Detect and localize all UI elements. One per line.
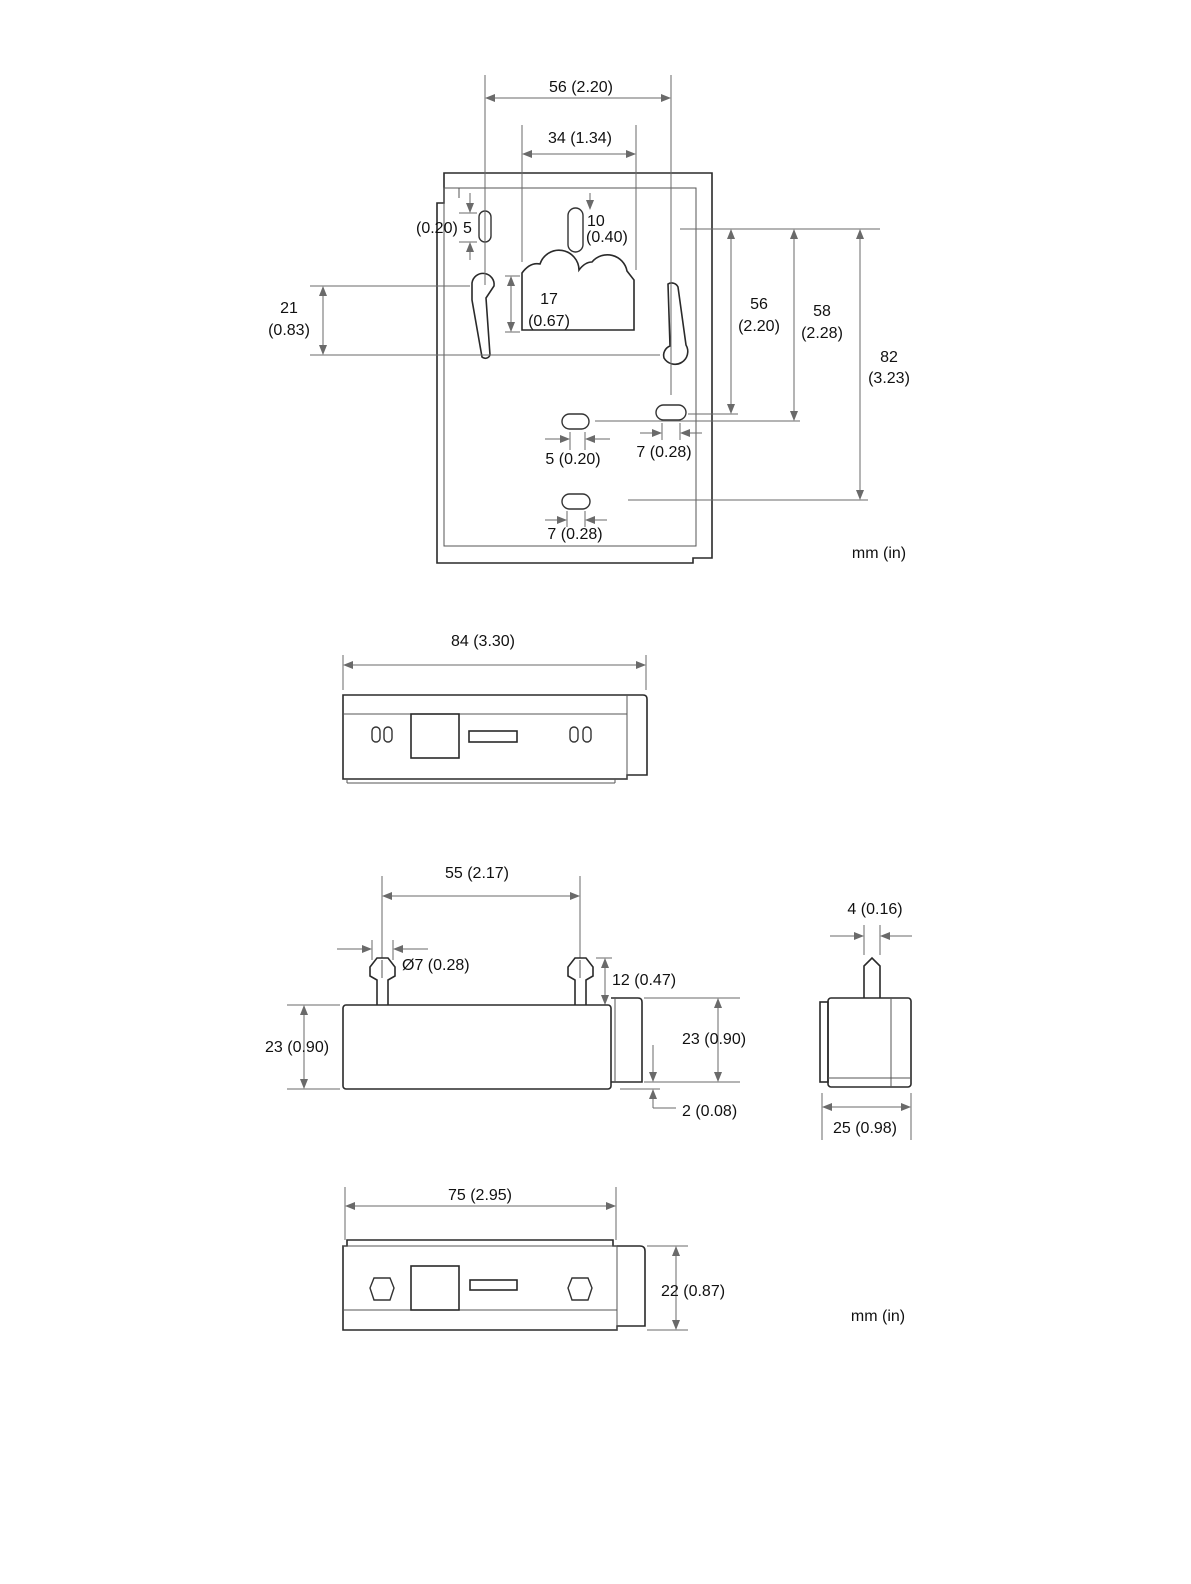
bottom-slot [470, 1280, 517, 1290]
side-body [828, 998, 911, 1087]
slot-center [568, 208, 583, 252]
dim-cutout-mm: 17 [540, 291, 558, 308]
dim-peg-span: 55 (2.17) [445, 865, 509, 882]
side-cover [820, 1002, 828, 1082]
hole-right [656, 405, 686, 420]
bottom-hole-right [568, 1278, 592, 1300]
top-edge-slot [469, 731, 517, 742]
dim-height-right: 23 (0.90) [682, 1031, 746, 1048]
dim-bottom-height: 22 (0.87) [661, 1283, 725, 1300]
side-pin [864, 958, 880, 998]
keyhole-right [664, 283, 688, 364]
top-edge-connector [411, 714, 459, 758]
dim-cutout-in: (0.67) [528, 313, 570, 330]
dim-hole-mid: 5 (0.20) [545, 451, 600, 468]
dim-right3-mm: 82 [880, 349, 898, 366]
dim-slot-center-in: (0.40) [586, 229, 628, 246]
units-label-bottom: mm (in) [851, 1308, 905, 1325]
dim-right2-in: (2.28) [801, 325, 843, 342]
dim-width-outer: 56 (2.20) [549, 79, 613, 96]
dim-step: 2 (0.08) [682, 1103, 737, 1120]
dim-right3-in: (3.23) [868, 370, 910, 387]
dim-slot-top-mm: 5 [463, 220, 472, 237]
dim-bottom-width: 75 (2.95) [448, 1187, 512, 1204]
dim-slot-top-in: (0.20) [416, 220, 458, 237]
dim-hole-right: 7 (0.28) [636, 444, 691, 461]
keyhole-left [472, 273, 494, 358]
top-edge-view: 84 (3.30) [343, 633, 647, 783]
dim-height-left: 23 (0.90) [265, 1039, 329, 1056]
dim-right1-mm: 56 [750, 296, 768, 313]
bottom-connector [411, 1266, 459, 1310]
bottom-view: 75 (2.95) 22 (0.87) mm (in) [343, 1187, 905, 1330]
dim-left-mm: 21 [280, 300, 298, 317]
front-cover [611, 998, 642, 1082]
dim-right1-in: (2.20) [738, 318, 780, 335]
dim-pin: 4 (0.16) [847, 901, 902, 918]
dim-peg-height: 12 (0.47) [612, 972, 676, 989]
dim-left-in: (0.83) [268, 322, 310, 339]
front-view: 55 (2.17) Ø7 (0.28) 12 (0.47) 23 (0.90) … [265, 865, 746, 1120]
dim-width-inner: 34 (1.34) [548, 130, 612, 147]
units-label: mm (in) [852, 545, 906, 562]
dim-right2-mm: 58 [813, 303, 831, 320]
hole-middle [562, 414, 589, 429]
dim-peg-dia: Ø7 (0.28) [402, 957, 470, 974]
front-body [343, 1005, 611, 1089]
hole-bottom [562, 494, 590, 509]
side-view: 4 (0.16) 25 (0.98) [820, 901, 912, 1140]
dim-top-edge-width: 84 (3.30) [451, 633, 515, 650]
dim-hole-bottom: 7 (0.28) [547, 526, 602, 543]
dim-depth: 25 (0.98) [833, 1120, 897, 1137]
dim-slot-center-mm: 10 [587, 213, 605, 230]
backplate-top-view: 56 (2.20) 34 (1.34) (0.20) 5 10 (0.40) 2… [268, 75, 910, 563]
bottom-hole-left [370, 1278, 394, 1300]
